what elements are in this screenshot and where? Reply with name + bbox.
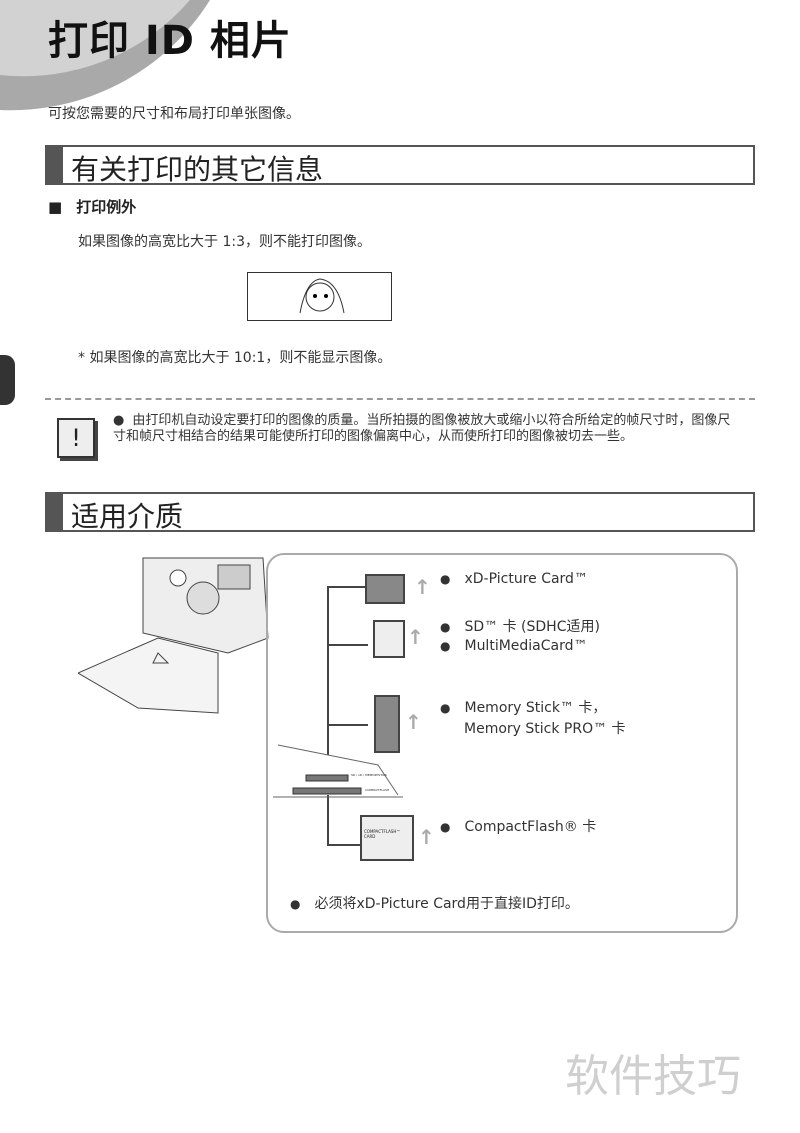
- divider: [45, 398, 755, 400]
- slot-label: COMPACTFLASH: [365, 788, 390, 792]
- header-decoration: [0, 0, 210, 111]
- media-item: xD-Picture Card™: [440, 571, 587, 587]
- page-subtitle: 可按您需要的尺寸和布局打印单张图像。: [48, 106, 300, 122]
- note-text: ●由打印机自动设定要打印的图像的质量。当所拍摄的图像被放大或缩小以符合所给定的帧…: [113, 413, 731, 444]
- footnote: * 如果图像的高宽比大于 10:1，则不能显示图像。: [78, 350, 392, 366]
- watermark: 软件技巧: [565, 1051, 741, 1102]
- insert-arrow-icon: ↑: [405, 710, 422, 734]
- section-heading-text: 适用介质: [71, 500, 184, 533]
- section-heading-other-info: 有关打印的其它信息: [45, 145, 755, 186]
- media-item: Memory Stick™ 卡，: [440, 697, 606, 717]
- slot-label: SD / xD / MEMORYSTICK: [351, 773, 387, 777]
- media-item: MultiMediaCard™: [440, 638, 587, 654]
- xd-card-icon: [365, 574, 405, 604]
- insert-arrow-icon: ↑: [418, 825, 435, 849]
- page-title: 打印 ID 相片: [48, 18, 292, 64]
- subheading: ■打印例外: [48, 198, 137, 216]
- media-item-continued: Memory Stick PRO™ 卡: [464, 721, 626, 737]
- page-edge-tab: [0, 355, 15, 405]
- section-heading-text: 有关打印的其它信息: [71, 153, 324, 186]
- media-item: CompactFlash® 卡: [440, 816, 596, 836]
- exception-text: 如果图像的高宽比大于 1:3，则不能打印图像。: [78, 234, 371, 250]
- compactflash-card-icon: COMPACTFLASH™ CARD: [360, 815, 414, 861]
- sd-card-icon: [373, 620, 405, 658]
- insert-arrow-icon: ↑: [407, 625, 424, 649]
- slot-diagram: [273, 586, 403, 846]
- illustration-image: [247, 272, 392, 321]
- insert-arrow-icon: ↑: [414, 575, 431, 599]
- media-footer-note: 必须将xD-Picture Card用于直接ID打印。: [290, 893, 578, 913]
- girl-face-illustration: [299, 278, 345, 314]
- caution-icon: !: [57, 418, 95, 458]
- subheading-text: 打印例外: [76, 198, 137, 216]
- media-item: SD™ 卡 (SDHC适用): [440, 616, 599, 636]
- section-heading-media: 适用介质: [45, 492, 755, 533]
- media-panel: SD / xD / MEMORYSTICK COMPACTFLASH COMPA…: [266, 553, 738, 933]
- memory-stick-icon: [374, 695, 400, 753]
- note-body: 由打印机自动设定要打印的图像的质量。当所拍摄的图像被放大或缩小以符合所给定的帧尺…: [113, 413, 731, 444]
- cf-card-label: COMPACTFLASH™ CARD: [364, 829, 401, 839]
- printer-illustration: [78, 557, 269, 714]
